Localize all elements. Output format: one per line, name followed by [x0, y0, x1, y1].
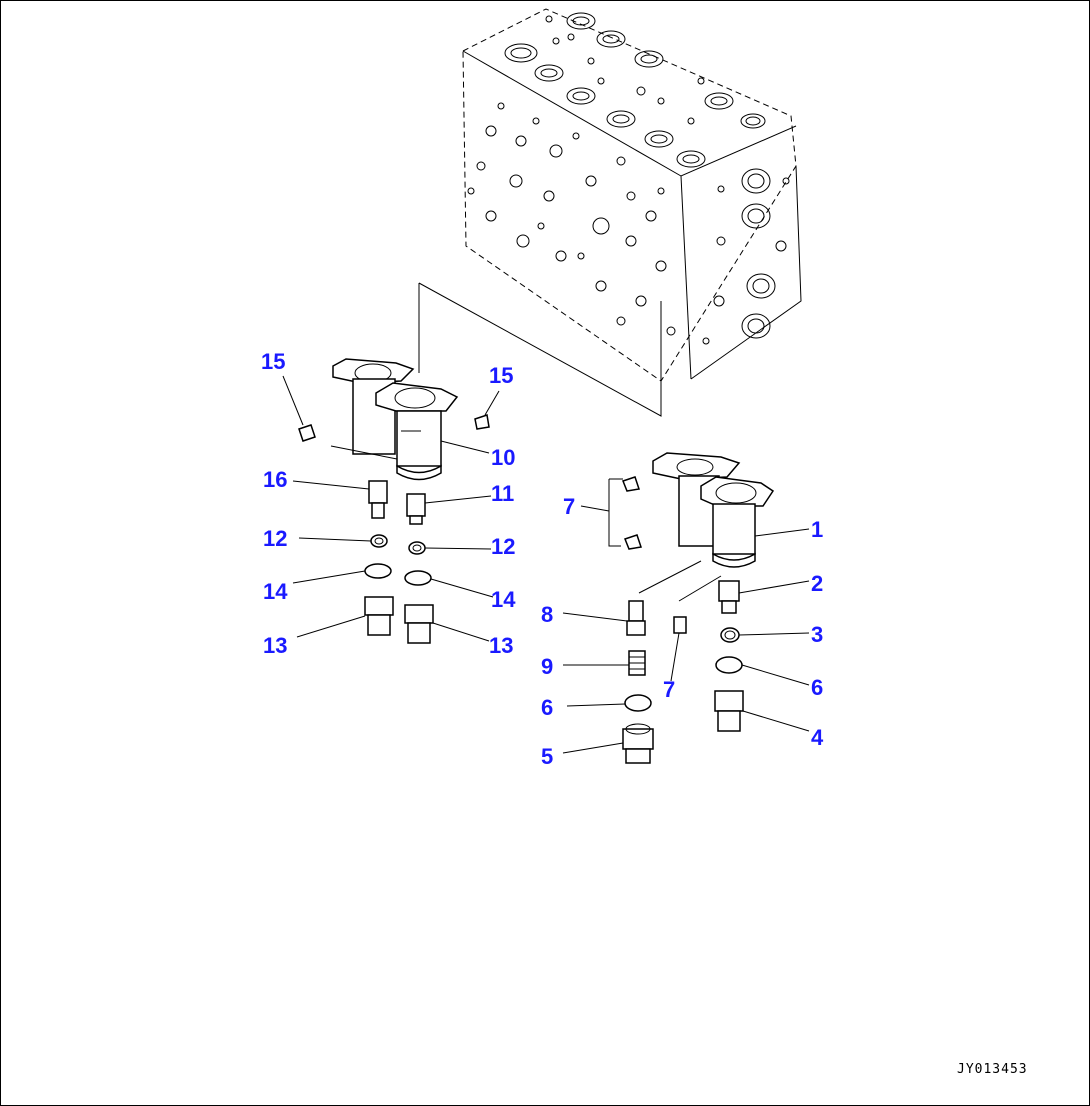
plug-13-right	[404, 604, 434, 644]
callout-4: 4	[811, 725, 824, 750]
valve-2	[718, 580, 740, 614]
callout-8: 8	[541, 602, 553, 627]
callout-16: 16	[263, 467, 287, 492]
callout-5: 5	[541, 744, 553, 769]
callout-14: 14	[263, 579, 288, 604]
callout-9: 9	[541, 654, 553, 679]
callout-7: 7	[663, 677, 675, 702]
callout-10: 10	[491, 445, 515, 470]
control-valve-block	[462, 8, 802, 382]
callout-15: 15	[489, 363, 513, 388]
ring-12-left	[370, 534, 388, 548]
callout-labels: 15 15 10 16 11 12 12 14 14 13 13 7 1 2 3…	[261, 349, 824, 769]
plug-13-left	[364, 596, 394, 636]
callout-13: 13	[263, 633, 287, 658]
callout-1: 1	[811, 517, 823, 542]
o-ring-14-left	[364, 563, 392, 579]
callout-6: 6	[811, 675, 823, 700]
leader-lines	[282, 375, 810, 754]
callout-7: 7	[563, 494, 575, 519]
callout-2: 2	[811, 571, 823, 596]
drawing-id: JY013453	[957, 1062, 1028, 1077]
plug-15-right	[474, 414, 490, 430]
ring-12-right	[408, 541, 426, 555]
callout-13: 13	[489, 633, 513, 658]
valve-8	[626, 600, 646, 636]
valve-assembly-1	[652, 452, 775, 568]
mounting-guide-lines	[418, 282, 662, 417]
ring-3	[720, 627, 740, 643]
callout-12: 12	[491, 534, 515, 559]
callout-11: 11	[491, 481, 514, 506]
valve-assembly-10	[330, 358, 459, 481]
o-ring-6-right	[715, 656, 743, 674]
spring-9	[628, 650, 646, 676]
callout-3: 3	[811, 622, 823, 647]
plug-7-upper	[622, 476, 640, 492]
valve-16	[368, 480, 388, 519]
callout-6: 6	[541, 695, 553, 720]
o-ring-14-right	[404, 570, 432, 586]
plug-4	[714, 690, 744, 732]
o-ring-6-left	[624, 694, 652, 712]
callout-15: 15	[261, 349, 285, 374]
plug-7-bottom	[673, 616, 687, 634]
valve-11	[406, 493, 426, 525]
callout-12: 12	[263, 526, 287, 551]
plug-5	[622, 723, 654, 764]
plug-7-lower	[624, 534, 642, 550]
callout-14: 14	[491, 587, 516, 612]
plug-15-left	[298, 424, 316, 442]
